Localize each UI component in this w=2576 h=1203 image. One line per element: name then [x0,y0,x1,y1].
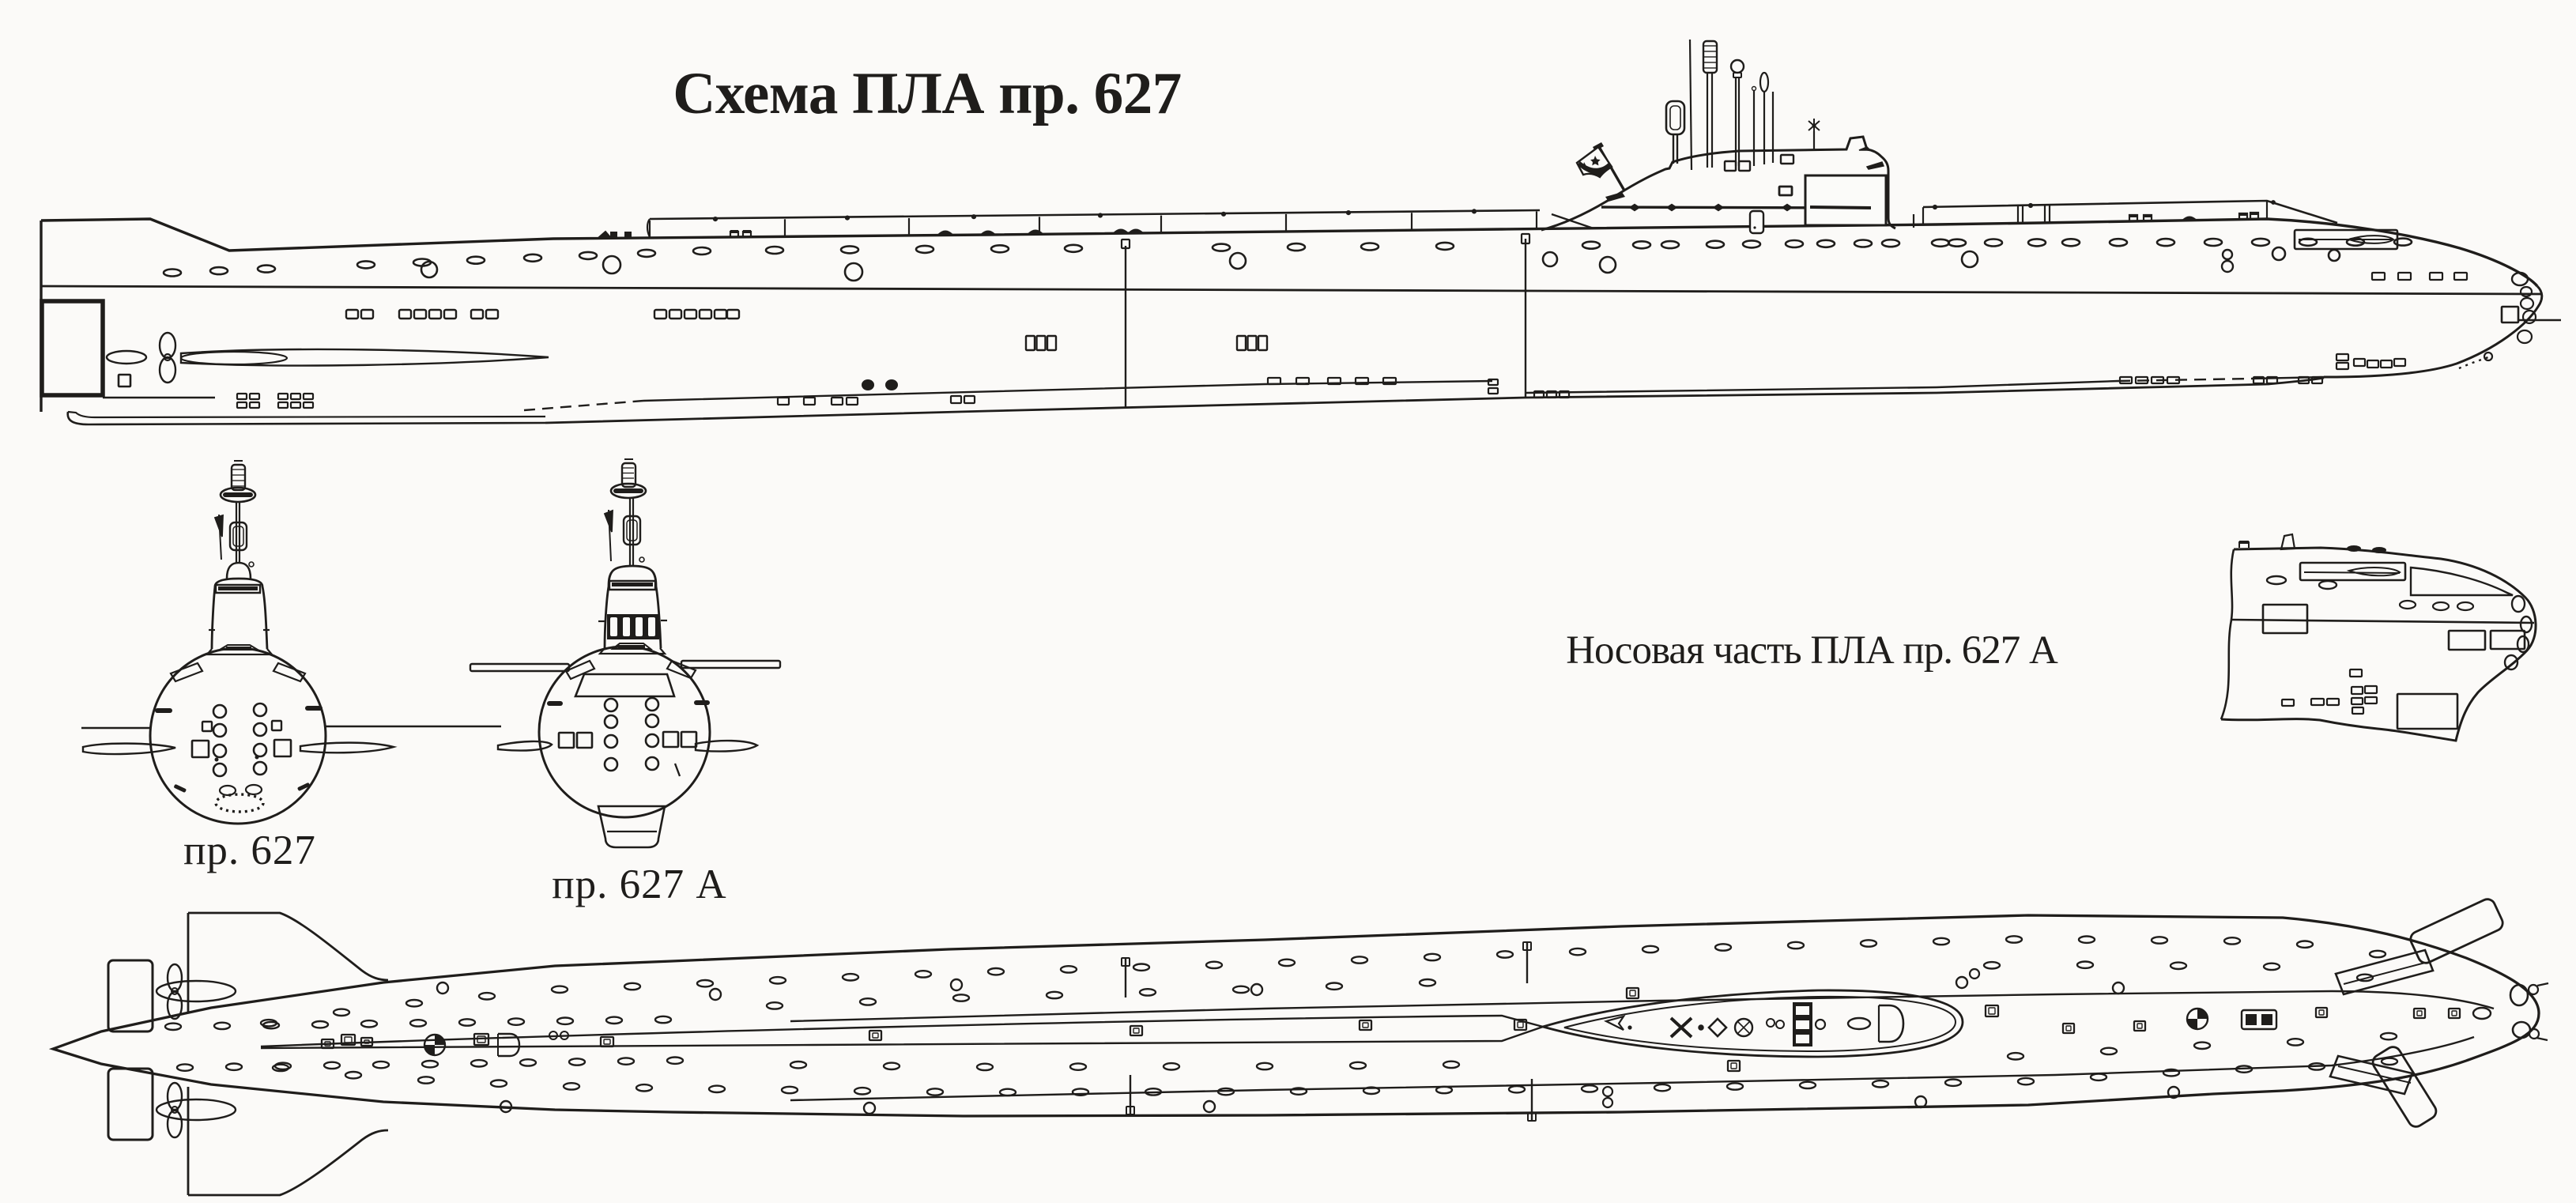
svg-text:Схема ПЛА пр. 627: Схема ПЛА пр. 627 [673,61,1181,126]
svg-text:пр. 627: пр. 627 [183,828,316,873]
svg-text:Носовая часть ПЛА пр. 627 А: Носовая часть ПЛА пр. 627 А [1566,628,2058,673]
svg-text:пр. 627 А: пр. 627 А [552,862,726,907]
